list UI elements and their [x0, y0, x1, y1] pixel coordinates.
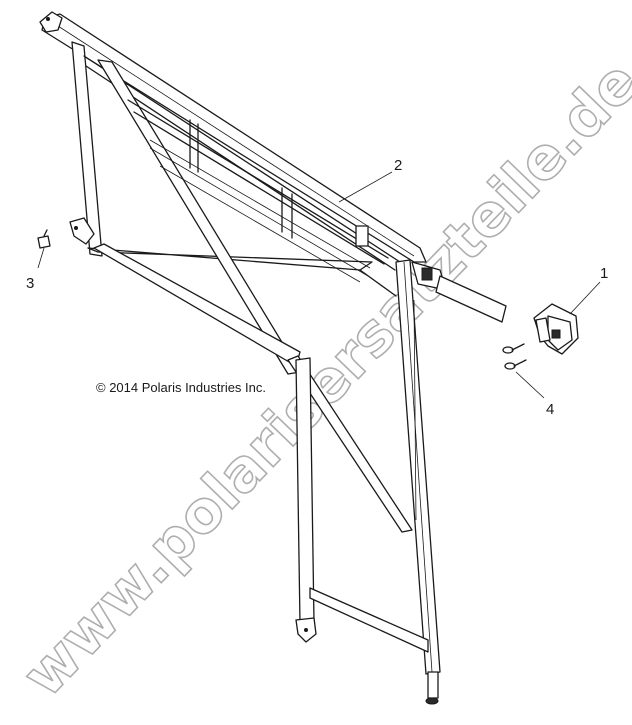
callout-2: 2 [394, 157, 402, 174]
bolt [37, 229, 51, 249]
watermark-text: www.polarisersatzteile.de [9, 48, 632, 710]
callout-1: 1 [600, 265, 608, 282]
right-post-foot [427, 671, 439, 699]
left-post [71, 41, 103, 257]
latch-part [533, 303, 579, 355]
copyright-text: © 2014 Polaris Industries Inc. [96, 380, 266, 395]
callout-4: 4 [546, 401, 554, 418]
top-rail [41, 13, 427, 263]
left-lower-bracket [69, 217, 95, 245]
top-left-bracket [39, 11, 63, 33]
callout-3: 3 [26, 275, 34, 292]
callouts: 2 1 4 3 [26, 157, 608, 418]
strap [435, 275, 507, 323]
diagonal-brace-2 [93, 243, 301, 367]
diagonal-brace-3 [287, 355, 413, 533]
watermark: www.polarisersatzteile.de [8, 47, 632, 711]
bottom-crossbar [309, 587, 429, 653]
net-frame [39, 11, 507, 705]
screws [502, 343, 527, 370]
